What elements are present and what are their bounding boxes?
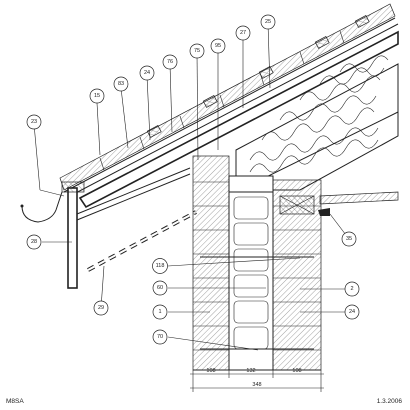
label-76: 76 (162, 54, 178, 70)
dim-inner-leaf: 108 (292, 368, 301, 374)
drawing-code: M8SA (6, 398, 24, 405)
svg-text:75: 75 (194, 48, 200, 54)
svg-text:1: 1 (158, 309, 161, 315)
fascia-board (67, 187, 78, 289)
label-bubbles: 15 83 24 76 75 95 27 25 (26, 14, 360, 345)
label-70: 70 (152, 329, 168, 345)
svg-text:118: 118 (156, 263, 165, 269)
svg-text:60: 60 (157, 285, 163, 291)
svg-text:95: 95 (215, 43, 221, 49)
dim-cavity: 132 (246, 368, 255, 374)
label-24-top: 24 (139, 65, 155, 81)
svg-text:83: 83 (118, 81, 124, 87)
svg-text:70: 70 (157, 334, 163, 340)
soffit-vents (87, 210, 197, 272)
svg-text:24: 24 (144, 70, 150, 76)
svg-text:76: 76 (167, 59, 173, 65)
label-60: 60 (152, 280, 168, 296)
insulation-boards (233, 196, 269, 350)
label-75: 75 (189, 43, 205, 59)
svg-text:35: 35 (346, 236, 352, 242)
rafter (78, 30, 399, 209)
soffit-line (76, 167, 191, 215)
dimension-lines (190, 370, 324, 392)
label-29: 29 (93, 300, 109, 316)
label-2: 2 (344, 281, 360, 297)
gutter (21, 191, 63, 223)
ceiling-board (319, 191, 399, 205)
svg-text:27: 27 (240, 30, 246, 36)
cavity-closer (228, 175, 274, 193)
outer-leaf (192, 155, 230, 371)
label-28: 28 (26, 234, 42, 250)
eaves (20, 167, 197, 289)
battens (146, 15, 370, 138)
label-83: 83 (113, 76, 129, 92)
eaves-block (61, 181, 85, 193)
svg-text:24: 24 (349, 309, 355, 315)
label-27: 27 (235, 25, 251, 41)
brick-courses (193, 181, 321, 351)
svg-text:29: 29 (98, 305, 104, 311)
svg-text:28: 28 (31, 239, 37, 245)
svg-text:15: 15 (94, 93, 100, 99)
flashing (318, 208, 330, 216)
label-24-bottom: 24 (344, 304, 360, 320)
label-118: 118 (152, 258, 168, 274)
wall-ties (200, 256, 314, 350)
gutter-hook-dot (20, 204, 24, 208)
soffit-line-2 (76, 173, 191, 221)
label-25: 25 (260, 14, 276, 30)
label-23: 23 (26, 114, 42, 130)
roof-assembly (59, 3, 399, 209)
label-95: 95 (210, 38, 226, 54)
svg-text:25: 25 (265, 19, 271, 25)
label-15: 15 (89, 88, 105, 104)
drawing-date: 1.3.2006 (377, 398, 403, 405)
dim-outer-leaf: 108 (206, 368, 215, 374)
masonry-wall (192, 155, 330, 371)
label-35: 35 (341, 231, 357, 247)
svg-text:23: 23 (31, 119, 37, 125)
dim-total: 348 (252, 382, 261, 388)
label-1: 1 (152, 304, 168, 320)
svg-text:2: 2 (350, 286, 353, 292)
